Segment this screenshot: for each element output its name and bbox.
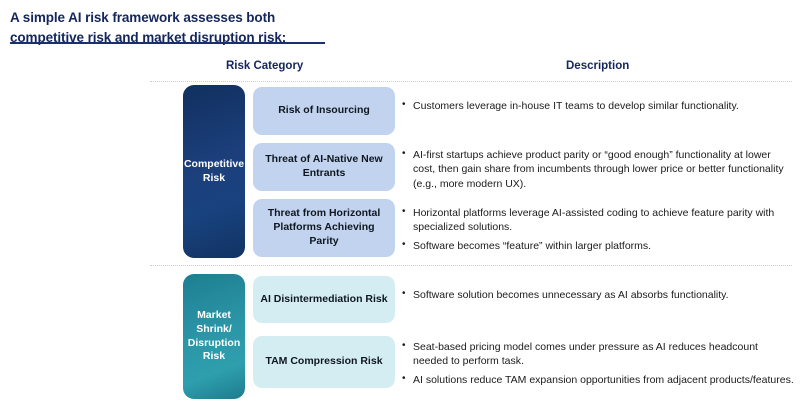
description-cell-ai-native-new-entrants: AI-first startups achieve product parity… xyxy=(402,147,794,191)
subtype-pill-ai-disintermediation-risk: AI Disintermediation Risk xyxy=(253,276,395,323)
list-item: AI solutions reduce TAM expansion opport… xyxy=(402,372,794,387)
subtype-label: Threat from Horizontal Platforms Achievi… xyxy=(267,207,381,247)
list-item: Software solution becomes unnecessary as… xyxy=(402,287,794,302)
category-label-market-shrink-disruption-risk: Market Shrink/ Disruption Risk xyxy=(187,309,241,363)
bullet-list: Horizontal platforms leverage AI-assiste… xyxy=(402,205,794,253)
category-block-market-shrink-disruption-risk: Market Shrink/ Disruption Risk xyxy=(183,274,245,399)
bullet-list: Software solution becomes unnecessary as… xyxy=(402,287,794,302)
subtype-label: Threat of AI-Native New Entrants xyxy=(265,153,383,179)
list-item: Customers leverage in-house IT teams to … xyxy=(402,98,794,113)
subtype-pill-horizontal-platforms-parity: Threat from Horizontal Platforms Achievi… xyxy=(253,199,395,257)
page-title-line-2: competitive risk and market disruption r… xyxy=(10,29,287,45)
page-title-line-1: A simple AI risk framework assesses both xyxy=(10,10,276,25)
list-item: AI-first startups achieve product parity… xyxy=(402,147,794,191)
description-cell-ai-disintermediation-risk: Software solution becomes unnecessary as… xyxy=(402,287,794,302)
title-underline xyxy=(10,42,325,44)
column-header-risk-category: Risk Category xyxy=(226,60,304,72)
page-title: A simple AI risk framework assesses both… xyxy=(10,8,340,47)
section-divider xyxy=(150,265,792,266)
header-divider xyxy=(150,81,792,82)
subtype-label: Risk of Insourcing xyxy=(278,104,370,117)
description-cell-tam-compression-risk: Seat-based pricing model comes under pre… xyxy=(402,339,794,387)
column-header-description: Description xyxy=(566,60,630,72)
subtype-label: TAM Compression Risk xyxy=(265,355,383,368)
bullet-list: Customers leverage in-house IT teams to … xyxy=(402,98,794,113)
section-market-shrink-disruption-risk: Market Shrink/ Disruption Risk AI Disint… xyxy=(150,274,800,404)
table-header-row: Risk Category Description xyxy=(150,58,800,80)
category-block-competitive-risk: Competitive Risk xyxy=(183,85,245,258)
bullet-list: AI-first startups achieve product parity… xyxy=(402,147,794,191)
section-competitive-risk: Competitive Risk Risk of Insourcing Cust… xyxy=(150,85,800,261)
description-cell-horizontal-platforms-parity: Horizontal platforms leverage AI-assiste… xyxy=(402,205,794,253)
list-item: Software becomes “feature” within larger… xyxy=(402,238,794,253)
subtype-pill-tam-compression-risk: TAM Compression Risk xyxy=(253,336,395,388)
subtype-pill-risk-of-insourcing: Risk of Insourcing xyxy=(253,87,395,135)
list-item: Seat-based pricing model comes under pre… xyxy=(402,339,794,369)
bullet-list: Seat-based pricing model comes under pre… xyxy=(402,339,794,387)
description-cell-risk-of-insourcing: Customers leverage in-house IT teams to … xyxy=(402,98,794,113)
subtype-pill-ai-native-new-entrants: Threat of AI-Native New Entrants xyxy=(253,143,395,191)
risk-framework-table: Risk Category Description Competitive Ri… xyxy=(150,58,800,410)
category-label-competitive-risk: Competitive Risk xyxy=(183,157,245,184)
list-item: Horizontal platforms leverage AI-assiste… xyxy=(402,205,794,235)
subtype-label: AI Disintermediation Risk xyxy=(260,292,388,305)
